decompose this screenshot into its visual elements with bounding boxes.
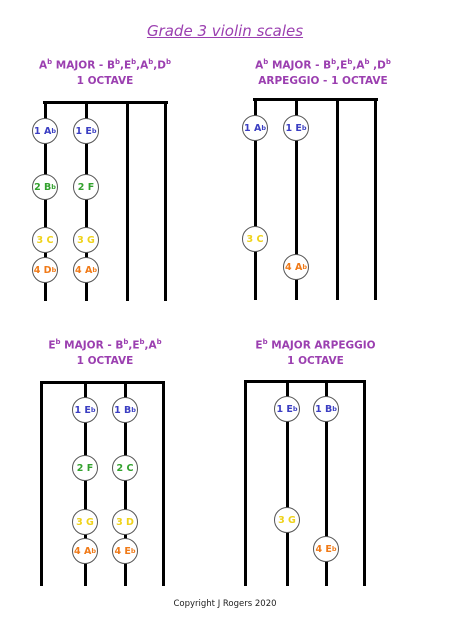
string-line: [363, 380, 366, 586]
string-line: [84, 381, 87, 586]
finger-note: 3 C: [242, 226, 268, 252]
panel-title: Ab MAJOR - Bb,Eb,Ab ,Db ARPEGGIO - 1 OCT…: [255, 58, 391, 87]
string-line: [40, 381, 43, 586]
string-line: [295, 98, 298, 300]
finger-note: 2 F: [73, 174, 99, 200]
finger-note: 3 D: [112, 509, 138, 535]
finger-note: 3 C: [32, 227, 58, 253]
fingerboard-nut: [244, 380, 366, 383]
string-line: [124, 381, 127, 586]
string-line: [164, 101, 167, 301]
fingerboard-nut: [43, 101, 168, 104]
panel-title: Eb MAJOR ARPEGGIO 1 OCTAVE: [255, 338, 376, 367]
string-line: [254, 98, 257, 300]
page-title: Grade 3 violin scales: [146, 22, 304, 40]
panel-title: Ab MAJOR - Bb,Eb,Ab,Db 1 OCTAVE: [38, 58, 172, 87]
finger-note: 3 G: [274, 507, 300, 533]
string-line: [325, 380, 328, 586]
string-line: [85, 101, 88, 301]
string-line: [126, 101, 129, 301]
string-line: [162, 381, 165, 586]
string-line: [374, 98, 377, 300]
string-line: [44, 101, 47, 301]
string-line: [244, 380, 247, 586]
copyright-text: Copyright J Rogers 2020: [173, 599, 277, 609]
string-line: [286, 380, 289, 586]
string-line: [336, 98, 339, 300]
finger-note: 2 F: [72, 455, 98, 481]
finger-note: 3 G: [73, 227, 99, 253]
panel-title: Eb MAJOR - Bb,Eb,Ab 1 OCTAVE: [48, 338, 162, 367]
finger-note: 3 G: [72, 509, 98, 535]
fingerboard-nut: [40, 381, 165, 384]
finger-note: 2 C: [112, 455, 138, 481]
fingerboard-nut: [253, 98, 378, 101]
